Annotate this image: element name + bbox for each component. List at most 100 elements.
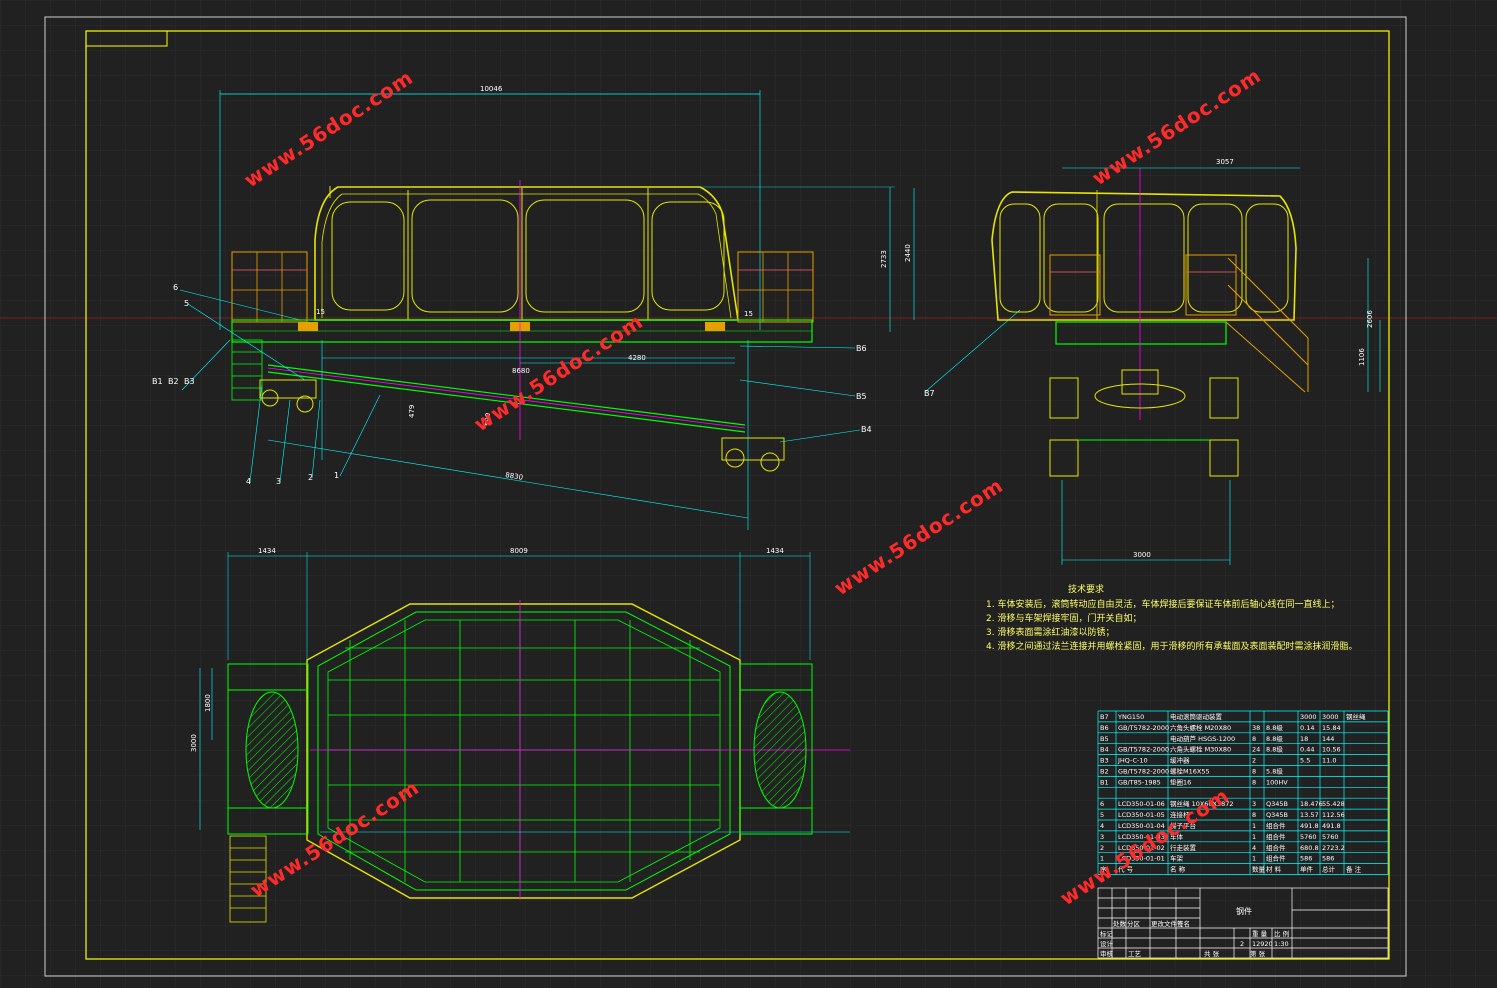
bom-cell: 行走装置	[1170, 843, 1197, 852]
bom-cell: 3000	[1322, 713, 1339, 721]
title-block	[1097, 887, 1389, 959]
bom-cell: LCD350-01-04	[1118, 822, 1165, 830]
bom-cell: 13.57	[1300, 811, 1319, 819]
bom-cell: 8	[1252, 778, 1256, 786]
bom-cell: 螺栓M16X55	[1170, 767, 1210, 776]
bom-cell: Q345B	[1266, 811, 1288, 819]
label-b7: B7	[924, 389, 935, 398]
bom-cell: 8	[1252, 768, 1256, 776]
dim-plan-h1: 1800	[204, 694, 212, 712]
bom-cell: 55.428	[1322, 800, 1345, 808]
dim-small-a: 479	[408, 405, 416, 418]
bom-cell: 10.56	[1322, 746, 1341, 754]
bom-header-cell: 总计	[1322, 865, 1336, 874]
title-drawing-name: 钢件	[1236, 906, 1252, 916]
bom-cell: YNG150	[1117, 713, 1144, 721]
bom-cell: 1	[1252, 822, 1256, 830]
bom-cell: 组合件	[1266, 843, 1286, 852]
label-b1: B1	[152, 377, 163, 386]
tech-item-2: 2. 滑移与车架焊接牢固，门开关自如；	[986, 612, 1141, 624]
drawing-border	[85, 30, 1390, 960]
dim-plan-mid: 8009	[510, 547, 528, 555]
bom-cell: 491.8	[1300, 822, 1319, 830]
dim-front-height-b: 2440	[904, 244, 912, 262]
bom-cell: 15.84	[1322, 724, 1341, 732]
dim-track-width: 3000	[1133, 551, 1151, 559]
title-row-3: 工艺	[1128, 950, 1142, 958]
bom-header-cell: 代 号	[1118, 865, 1134, 874]
title-header-0: 处数	[1113, 919, 1127, 928]
label-part-6: 6	[173, 283, 178, 292]
corner-label-box	[85, 30, 168, 47]
bom-cell: LCD350-01-06	[1118, 800, 1165, 808]
bom-cell: 钢丝绳	[1346, 712, 1366, 721]
bom-cell: 5	[1100, 811, 1104, 819]
bom-cell: 8	[1252, 811, 1256, 819]
bom-cell: 垫圈16	[1170, 777, 1191, 786]
bom-cell: 8.8级	[1266, 723, 1283, 732]
bom-cell: 11.0	[1322, 757, 1336, 765]
bom-cell: 5.8级	[1266, 767, 1283, 776]
label-b5: B5	[856, 392, 867, 401]
dim-small-15-right: 15	[744, 310, 753, 318]
bom-cell: 5760	[1322, 833, 1339, 841]
bom-cell: 8	[1252, 735, 1256, 743]
bom-cell: 钢丝绳 10X60X3872	[1170, 799, 1234, 808]
dim-plan-h2: 3000	[190, 734, 198, 752]
rotating-drum-left	[245, 691, 299, 809]
bom-header-cell: 名 称	[1170, 865, 1186, 874]
bom-cell: GB/T5782-2000	[1118, 746, 1169, 754]
dim-side-width-top: 3057	[1216, 158, 1234, 166]
plan-octagon-outer	[306, 603, 741, 899]
bom-cell: 1	[1100, 855, 1104, 863]
dim-small-b: 590	[484, 413, 492, 426]
bom-cell: 18.476	[1300, 800, 1323, 808]
bom-cell: B3	[1100, 757, 1109, 765]
bom-cell: 680.8	[1300, 844, 1319, 852]
bom-cell: 586	[1300, 855, 1312, 863]
bom-cell: 组合件	[1266, 854, 1286, 863]
tech-item-1: 1. 车体安装后，滚筒转动应自由灵活，车体焊接后要保证车体前后轴心线在同一直线上…	[986, 598, 1339, 610]
title-weight: 12920	[1252, 940, 1273, 948]
tech-item-3: 3. 滑移表面需涂红油漆以防锈；	[986, 626, 1114, 638]
bom-cell: 6	[1100, 800, 1104, 808]
dim-slope-length: 8830	[505, 471, 524, 482]
bom-cell: 24	[1252, 746, 1260, 754]
bom-cell: 电动滚筒驱动装置	[1170, 712, 1223, 721]
wheel-group-left	[259, 379, 317, 413]
bom-header-cell: 数量	[1252, 865, 1266, 874]
label-part-3: 3	[276, 477, 281, 486]
bom-cell: 连接杆	[1170, 810, 1190, 819]
title-row-2: 审核	[1100, 949, 1114, 958]
bom-cell: 车体	[1170, 832, 1184, 841]
rotating-drum-right	[753, 691, 807, 809]
bom-cell: 车架	[1170, 854, 1184, 863]
bom-cell: 18	[1300, 735, 1308, 743]
label-part-2: 2	[308, 473, 313, 482]
bom-cell: B1	[1100, 778, 1109, 786]
bom-cell: LCD350-01-02	[1118, 844, 1165, 852]
bom-cell: B2	[1100, 768, 1109, 776]
tech-title: 技术要求	[1068, 583, 1104, 595]
bom-cell: 组合件	[1266, 832, 1286, 841]
title-header-3: 签名	[1177, 919, 1190, 928]
bom-cell: 8.8级	[1266, 745, 1283, 754]
label-b6: B6	[856, 344, 867, 353]
bom-cell: 3	[1100, 833, 1104, 841]
plan-view: 1434 8009 1434 1800 3000	[190, 547, 850, 923]
bom-cell: LCD350-01-03	[1118, 833, 1165, 841]
bom-header-cell: 备 注	[1346, 865, 1362, 874]
title-row-1: 设计	[1100, 939, 1114, 948]
bom-cell: 0.44	[1300, 746, 1314, 754]
bom-cell: LCD350-01-01	[1118, 855, 1165, 863]
bom-cell: 586	[1322, 855, 1334, 863]
bom-cell: 0.14	[1300, 724, 1314, 732]
bom-cell: 5.5	[1300, 757, 1310, 765]
bom-cell: GB/T5782-2000	[1118, 768, 1169, 776]
title-scale-label: 比 例	[1274, 929, 1289, 938]
bom-cell: 组合件	[1266, 821, 1286, 830]
bom-cell: 38	[1252, 724, 1260, 732]
bom-cell: 缓冲器	[1170, 756, 1190, 765]
dim-plan-left: 1434	[258, 547, 276, 555]
